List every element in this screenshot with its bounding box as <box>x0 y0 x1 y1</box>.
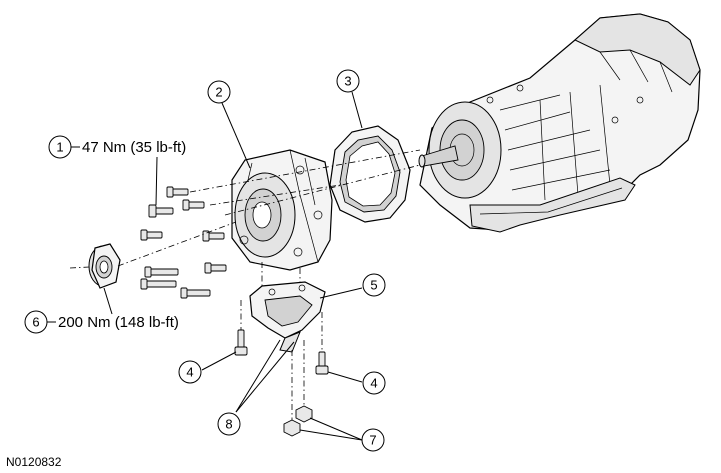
alignment-lines <box>69 149 421 420</box>
callout-2: 2 <box>207 80 231 104</box>
reference-code: N0120832 <box>6 455 62 469</box>
callout-4-right: 4 <box>362 371 386 395</box>
callout-8: 8 <box>217 412 241 436</box>
callout-8-number: 8 <box>225 417 232 432</box>
callout-1: 1 47 Nm (35 lb-ft) <box>48 135 186 159</box>
callout-6: 6 200 Nm (148 lb-ft) <box>24 310 179 334</box>
adapter-housing-part-2 <box>231 149 333 271</box>
callout-7-number: 7 <box>369 433 376 448</box>
nut-part-7-upper <box>295 405 313 423</box>
callout-6-torque: 200 Nm (148 lb-ft) <box>58 314 179 331</box>
callout-5: 5 <box>362 273 386 297</box>
callout-6-number: 6 <box>32 315 39 330</box>
transmission-assembly <box>418 13 701 233</box>
callout-2-number: 2 <box>215 85 222 100</box>
bolt-part-4-left <box>234 329 248 356</box>
bolt-part-4-right <box>315 351 329 375</box>
leader-lines <box>103 91 363 441</box>
callout-4-left-number: 4 <box>186 365 193 380</box>
flange-nut-part-6 <box>88 243 121 289</box>
callout-3-number: 3 <box>344 74 351 89</box>
callout-3: 3 <box>336 69 360 93</box>
callout-4-right-number: 4 <box>370 376 377 391</box>
callout-1-number: 1 <box>56 140 63 155</box>
callout-7: 7 <box>361 428 385 452</box>
callout-1-torque: 47 Nm (35 lb-ft) <box>82 139 186 156</box>
callout-4-left: 4 <box>178 360 202 384</box>
mount-bracket-part-5 <box>249 281 326 353</box>
gasket-part-3 <box>329 125 411 223</box>
nut-part-7-lower <box>283 419 301 437</box>
callout-5-number: 5 <box>370 278 377 293</box>
bolts-part-1 <box>140 186 227 299</box>
